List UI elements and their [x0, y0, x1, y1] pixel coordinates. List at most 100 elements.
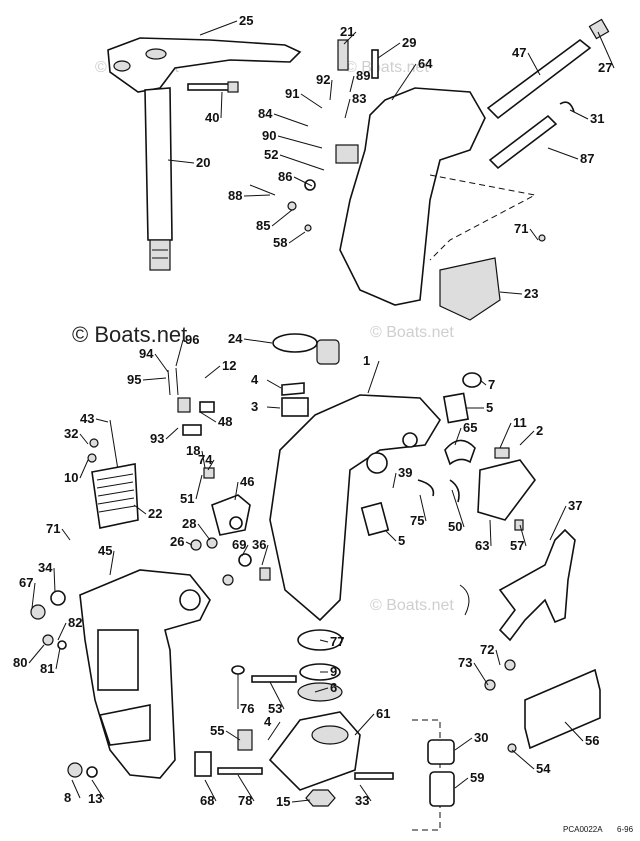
callout-label: 72 — [480, 642, 494, 657]
callout-label: 30 — [474, 730, 488, 745]
leader-line — [454, 777, 469, 789]
callout-label: 52 — [264, 147, 278, 162]
leader-line — [454, 427, 462, 446]
leader-line — [300, 93, 323, 109]
leader-line — [549, 505, 567, 541]
leader-line — [329, 79, 333, 101]
callout-label: 34 — [38, 560, 53, 575]
leader-line — [499, 291, 523, 295]
callout-label: 20 — [196, 155, 210, 170]
callout-label: 54 — [536, 761, 551, 776]
leader-line — [28, 644, 45, 664]
leader-line — [273, 113, 309, 127]
leader-line — [31, 582, 36, 609]
leader-line — [271, 209, 293, 227]
leader-line — [243, 338, 273, 344]
callout-label: 10 — [64, 470, 78, 485]
leader-line — [454, 737, 473, 751]
callout-label: 4 — [264, 714, 272, 729]
callout-label: 56 — [585, 733, 599, 748]
callout-label: 81 — [40, 661, 54, 676]
callout-label: 77 — [330, 634, 344, 649]
leader-line — [314, 687, 329, 693]
leader-line — [204, 779, 217, 802]
leader-line — [195, 474, 203, 500]
leader-line — [154, 353, 169, 373]
callout-label: 12 — [222, 358, 236, 373]
callout-label: 24 — [228, 331, 243, 346]
callout-label: 85 — [256, 218, 270, 233]
leader-line — [419, 494, 427, 522]
callout-label: 26 — [170, 534, 184, 549]
leader-line — [359, 784, 372, 802]
callout-label: 84 — [258, 106, 273, 121]
leader-line — [53, 567, 56, 593]
leader-line — [199, 20, 238, 36]
callout-label: 18 — [186, 443, 200, 458]
callout-label: 36 — [252, 537, 266, 552]
callout-label: 90 — [262, 128, 276, 143]
callout-label: 92 — [316, 72, 330, 87]
leader-line — [95, 418, 109, 423]
part-trim-sender — [87, 367, 215, 471]
leader-line — [165, 427, 179, 440]
leader-line — [392, 472, 397, 489]
callout-label: 83 — [352, 91, 366, 106]
callout-label: 13 — [88, 791, 102, 806]
callout-label: 37 — [568, 498, 582, 513]
callout-label: 33 — [355, 793, 369, 808]
leader-line — [220, 91, 223, 119]
leader-line — [197, 523, 211, 541]
callout-label: 2 — [536, 423, 543, 438]
callout-label: 39 — [398, 465, 412, 480]
callout-label: 1 — [363, 353, 370, 368]
callout-label: 6 — [330, 680, 337, 695]
leader-line — [61, 528, 71, 541]
leader-line — [354, 713, 375, 736]
callout-label: 50 — [448, 519, 462, 534]
callout-label: 94 — [139, 346, 154, 361]
callout-label: 74 — [198, 452, 213, 467]
callout-label: 27 — [598, 60, 612, 75]
callout-label: 21 — [340, 24, 354, 39]
leader-line — [91, 779, 105, 800]
leader-line — [237, 774, 255, 802]
callout-label: 88 — [228, 188, 242, 203]
leader-line — [473, 662, 489, 686]
callout-label: 45 — [98, 543, 112, 558]
callout-label: 57 — [510, 538, 524, 553]
part-bracket-39 — [190, 467, 271, 586]
callout-label: 48 — [218, 414, 232, 429]
callout-label: 73 — [458, 655, 472, 670]
leader-line — [57, 622, 67, 641]
part-swivel-bracket-64 — [339, 87, 537, 321]
part-lower-swivel — [194, 629, 394, 807]
callout-label: 82 — [68, 615, 82, 630]
part-lever-37 — [498, 528, 576, 642]
leader-lines — [28, 20, 615, 803]
leader-line — [377, 42, 401, 59]
part-cover-22 — [91, 463, 139, 529]
callout-label: 75 — [410, 513, 424, 528]
callout-label: 69 — [232, 537, 246, 552]
part-lower-right — [412, 584, 601, 831]
callout-label: 9 — [330, 664, 337, 679]
leader-line — [185, 541, 193, 546]
callout-label: 11 — [513, 415, 527, 430]
callout-label: 25 — [239, 13, 253, 28]
callout-label: 51 — [180, 491, 194, 506]
leader-line — [243, 194, 271, 197]
callout-label: 29 — [402, 35, 416, 50]
leader-line — [367, 360, 380, 394]
leader-line — [133, 504, 147, 515]
callout-label: 96 — [185, 332, 199, 347]
leader-line — [529, 228, 539, 241]
callout-label: 93 — [150, 431, 164, 446]
callout-label: 15 — [276, 794, 290, 809]
leader-line — [266, 406, 281, 409]
leader-line — [79, 433, 89, 445]
callout-label: 23 — [524, 286, 538, 301]
leader-line — [267, 721, 281, 741]
